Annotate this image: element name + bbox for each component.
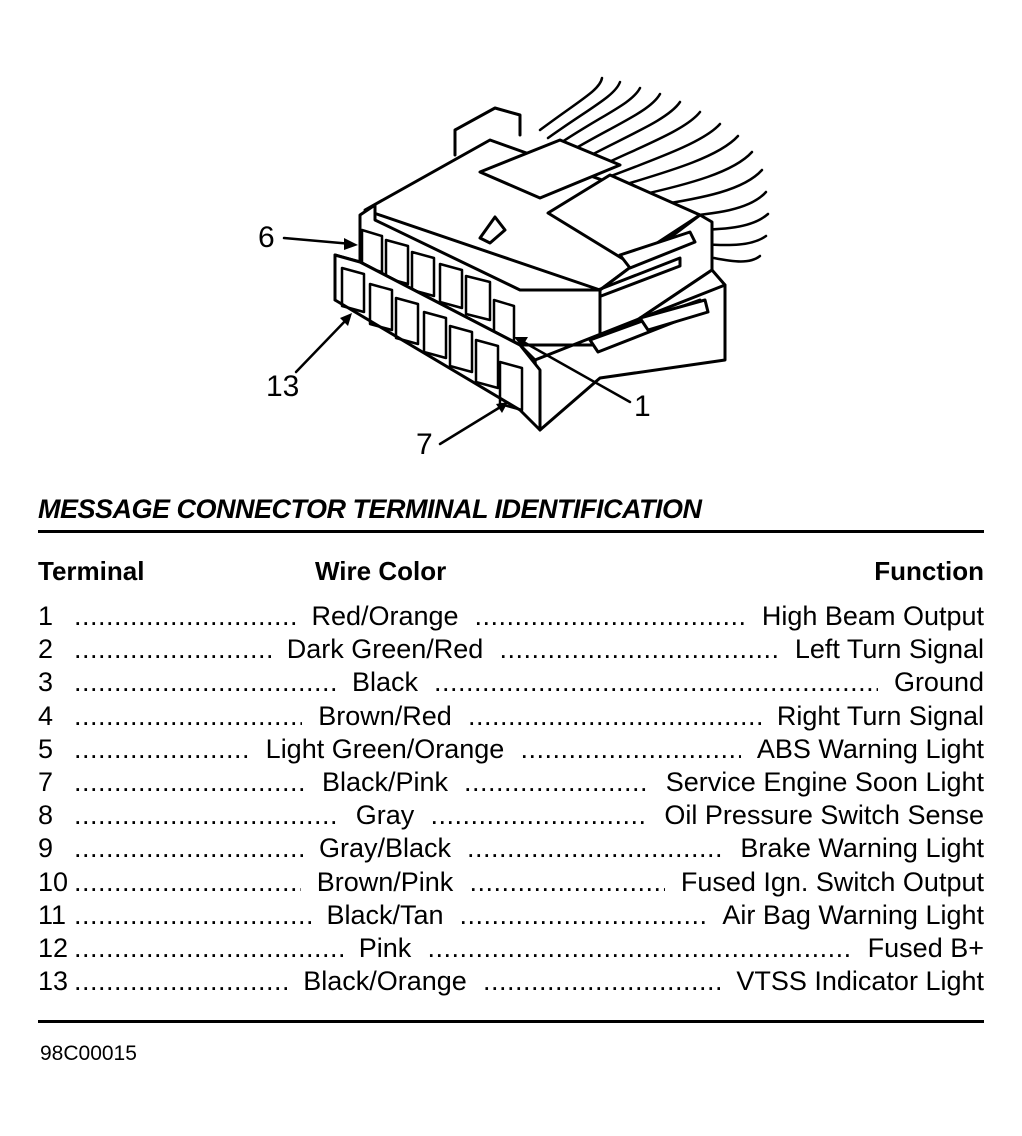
terminal-number: 9: [38, 833, 54, 864]
terminal-number: 2: [38, 634, 54, 665]
connector-illustration: [282, 76, 770, 446]
terminal-number: 13: [38, 966, 69, 997]
leader-dots: ........................................…: [74, 932, 343, 963]
lower-cavities: [340, 266, 524, 412]
terminal-number: 10: [38, 866, 69, 897]
leader-dots: ........................................…: [474, 601, 747, 631]
table-row: 7.......................................…: [38, 766, 984, 799]
leader-dots: ........................................…: [74, 866, 301, 897]
leader-dots: ........................................…: [74, 800, 340, 831]
leader-lines: [282, 236, 632, 446]
terminal-number: 7: [38, 766, 54, 797]
leader-dots: ........................................…: [434, 667, 878, 698]
table-row: 2.......................................…: [38, 633, 984, 666]
function: ABS Warning Light: [756, 733, 984, 764]
wire-color: Gray: [355, 800, 415, 831]
leader-dots: ........................................…: [74, 766, 306, 797]
wire-color: Red/Orange: [311, 601, 459, 631]
wire-color: Black: [351, 667, 419, 698]
top-rule: [38, 530, 984, 533]
table-row: 3.......................................…: [38, 666, 984, 699]
terminal-number: 12: [38, 932, 69, 963]
wire-color: Black/Pink: [321, 766, 449, 797]
function: Oil Pressure Switch Sense: [664, 800, 984, 831]
function: Right Turn Signal: [776, 700, 984, 731]
leader-dots: ........................................…: [74, 601, 296, 631]
wire-color: Black/Tan: [326, 899, 444, 930]
leader-dots: ........................................…: [467, 833, 724, 864]
table-row: 12......................................…: [38, 932, 984, 965]
wire-color: Dark Green/Red: [286, 634, 484, 665]
terminal-number: 5: [38, 733, 54, 764]
callout-7: 7: [416, 428, 433, 461]
leader-dots: ........................................…: [74, 667, 336, 698]
leader-arrowheads: [340, 238, 528, 413]
terminal-table: 1.......................................…: [38, 600, 984, 998]
wire-color: Brown/Pink: [316, 866, 454, 897]
table-row: 13......................................…: [38, 965, 984, 998]
leader-dots: ........................................…: [483, 966, 720, 997]
figure-code: 98C00015: [40, 1042, 137, 1065]
leader-dots: ........................................…: [464, 766, 650, 797]
function: Service Engine Soon Light: [665, 766, 984, 797]
leader-dots: ........................................…: [74, 899, 311, 930]
terminal-number: 11: [38, 899, 67, 930]
leader-dots: ........................................…: [459, 899, 707, 930]
leader-dots: ........................................…: [74, 634, 271, 665]
terminal-number: 3: [38, 667, 54, 698]
function: Left Turn Signal: [794, 634, 984, 665]
callout-6: 6: [258, 221, 275, 254]
function: Ground: [893, 667, 984, 698]
function: VTSS Indicator Light: [736, 966, 984, 997]
wire-color: Pink: [358, 932, 412, 963]
header-wire-color: Wire Color: [315, 556, 447, 586]
leader-dots: ........................................…: [427, 932, 853, 963]
table-row: 9.......................................…: [38, 832, 984, 865]
header-function: Function: [874, 556, 984, 586]
leader-dots: ........................................…: [520, 733, 742, 764]
header-terminal: Terminal: [38, 556, 145, 586]
leader-dots: ........................................…: [74, 966, 287, 997]
wire-color: Light Green/Orange: [265, 733, 505, 764]
terminal-number: 8: [38, 800, 54, 831]
callout-1: 1: [634, 390, 651, 423]
function: Fused B+: [867, 932, 984, 963]
wire-color: Gray/Black: [318, 833, 452, 864]
table-row: 8.......................................…: [38, 799, 984, 832]
terminal-number: 1: [38, 601, 54, 631]
leader-dots: ........................................…: [499, 634, 780, 665]
table-title: MESSAGE CONNECTOR TERMINAL IDENTIFICATIO…: [38, 494, 702, 524]
leader-dots: ........................................…: [74, 700, 302, 731]
leader-dots: ........................................…: [74, 733, 250, 764]
leader-dots: ........................................…: [74, 833, 303, 864]
function: Brake Warning Light: [740, 833, 984, 864]
callout-13: 13: [266, 370, 300, 403]
terminal-number: 4: [38, 700, 54, 731]
function: High Beam Output: [761, 601, 984, 631]
leader-dots: ........................................…: [430, 800, 649, 831]
wire-color: Black/Orange: [303, 966, 467, 997]
table-row: 10......................................…: [38, 866, 984, 899]
table-row: 1.......................................…: [38, 600, 984, 633]
leader-dots: ........................................…: [469, 866, 666, 897]
function: Air Bag Warning Light: [722, 899, 984, 930]
wire-color: Brown/Red: [318, 700, 452, 731]
table-row: 5.......................................…: [38, 733, 984, 766]
table-row: 4.......................................…: [38, 700, 984, 733]
bottom-rule: [38, 1020, 984, 1023]
function: Fused Ign. Switch Output: [680, 866, 984, 897]
leader-dots: ........................................…: [468, 700, 761, 731]
table-row: 11......................................…: [38, 899, 984, 932]
